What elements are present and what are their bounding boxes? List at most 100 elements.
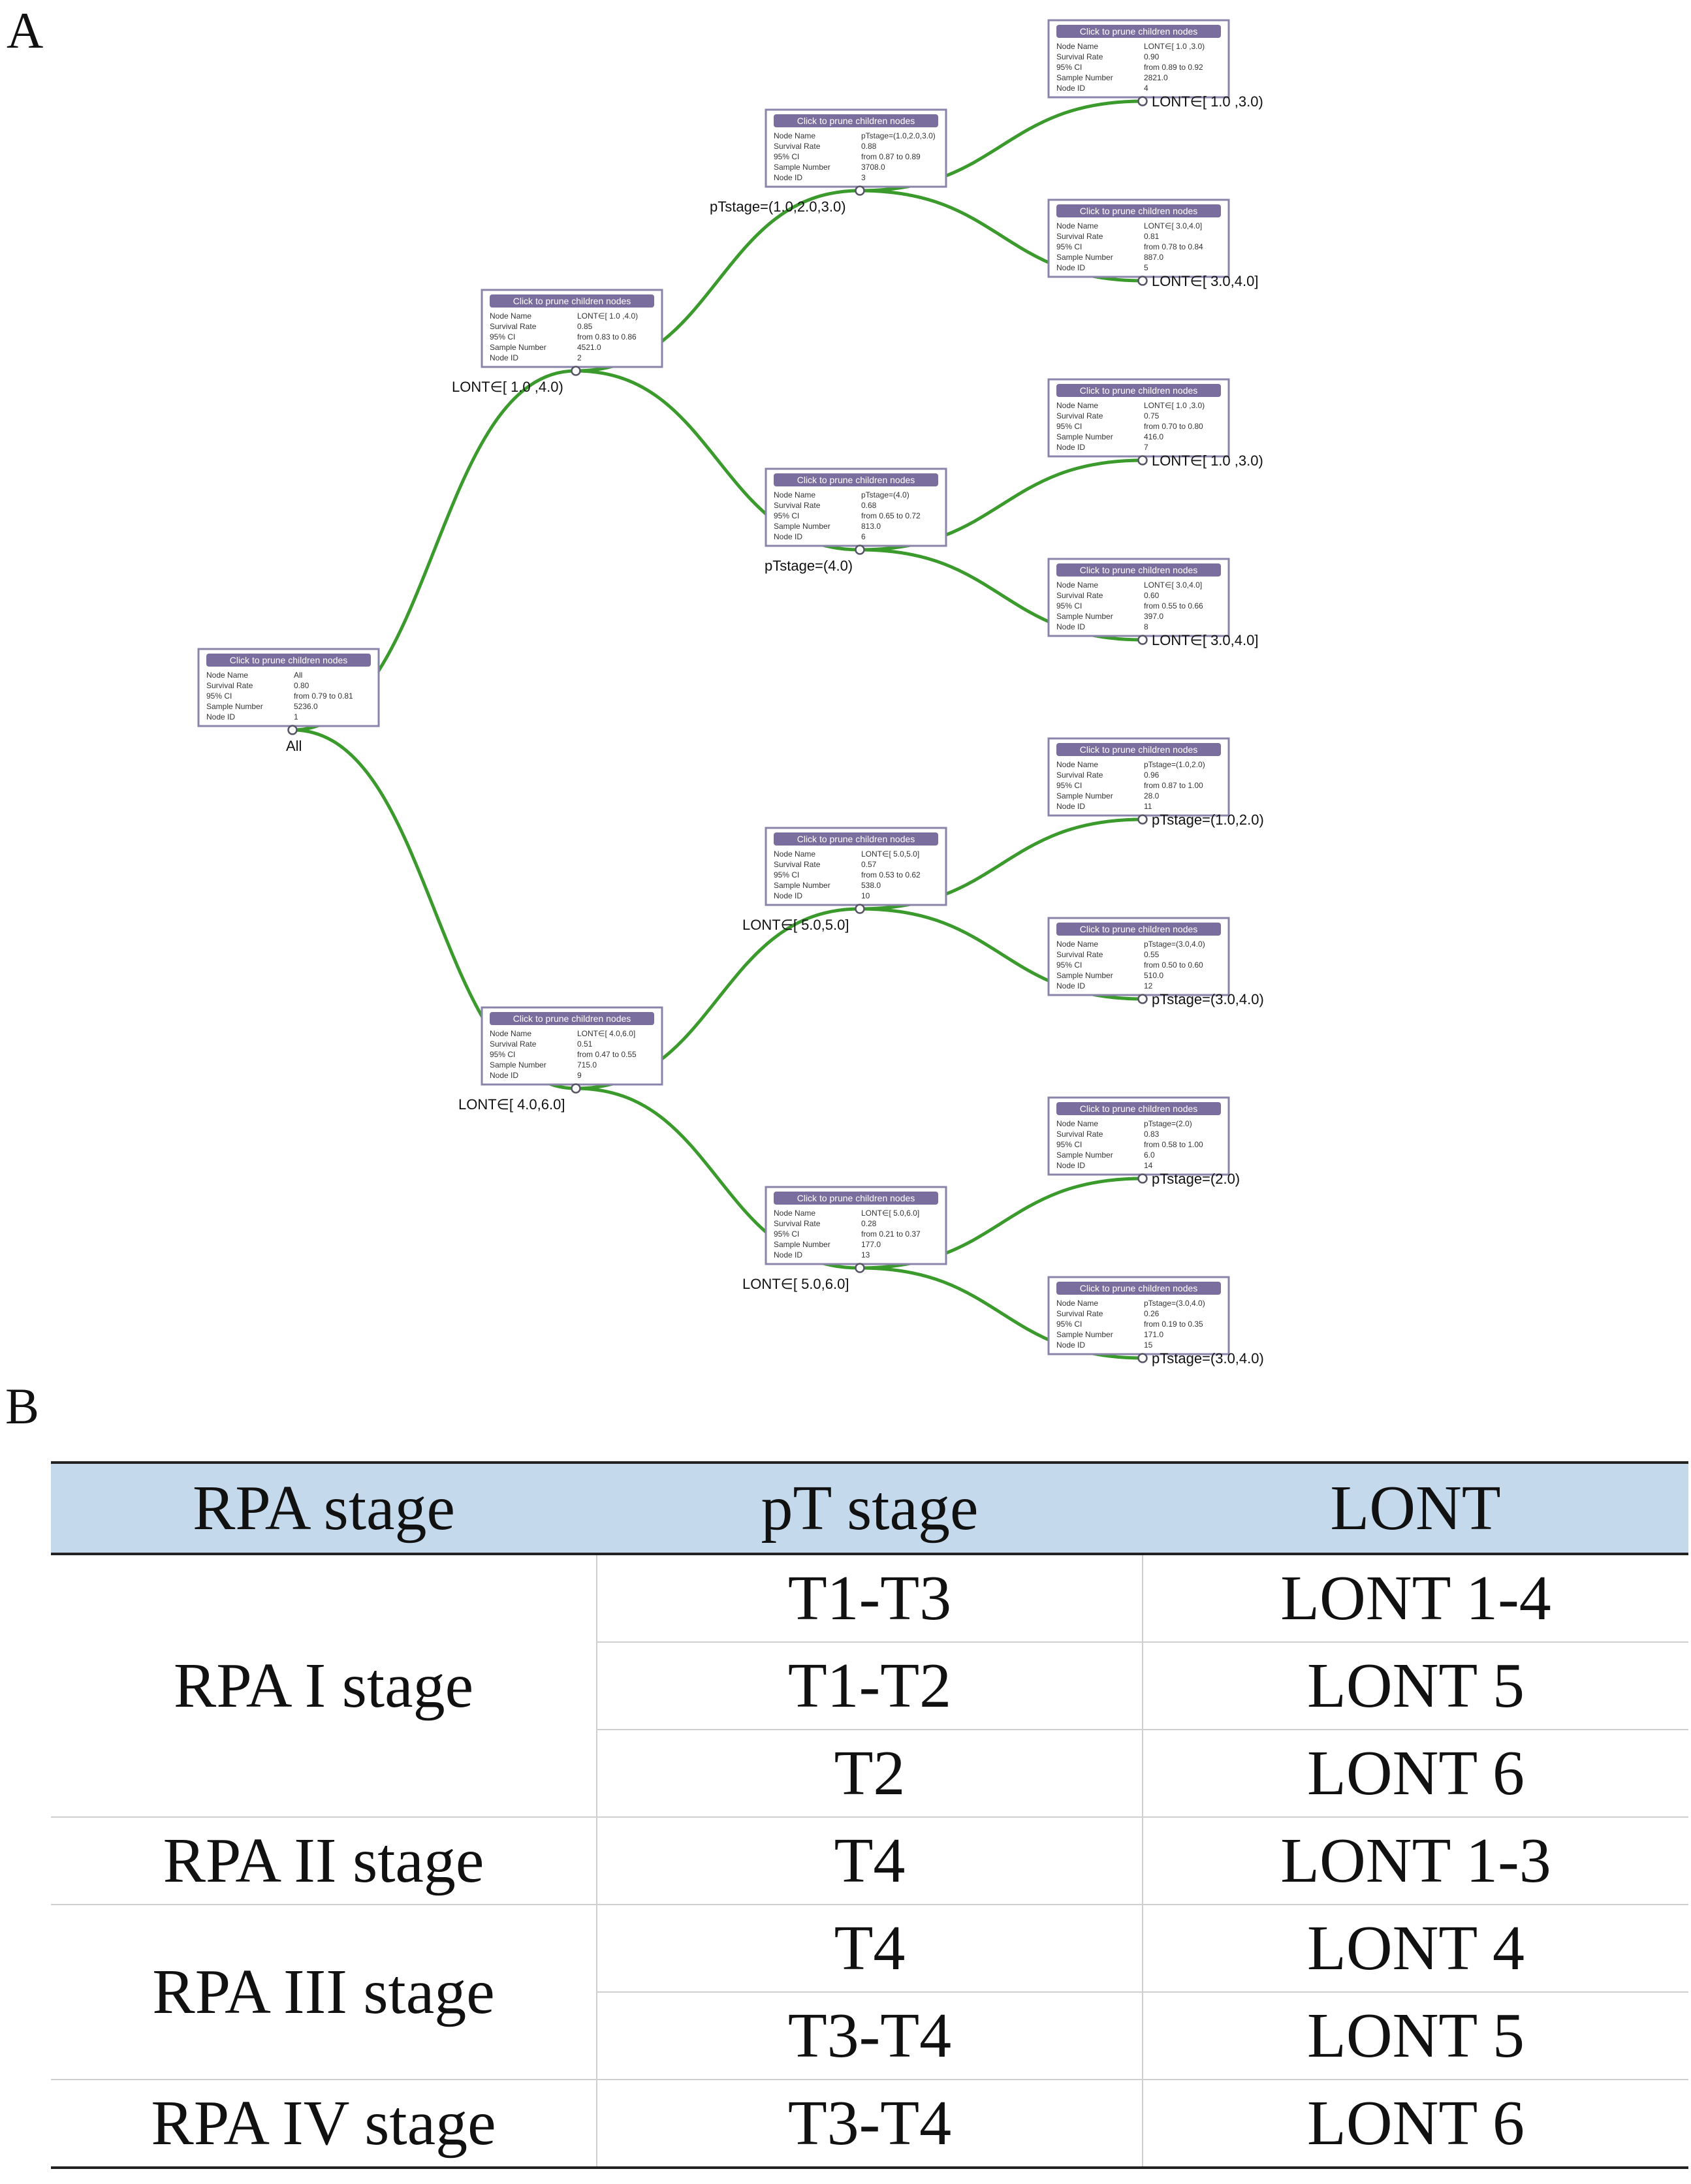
prune-button-label: Click to prune children nodes [797, 116, 915, 126]
field-name: Survival Rate [1056, 411, 1103, 420]
field-name: Node Name [1056, 1119, 1098, 1128]
prune-children-button[interactable]: Click to prune children nodes [774, 114, 938, 127]
node-label: All [286, 738, 302, 754]
node-toggle[interactable] [1137, 276, 1148, 286]
field-name: 95% CI [774, 511, 799, 520]
prune-button-bg [1056, 923, 1221, 936]
prune-children-button[interactable]: Click to prune children nodes [774, 1192, 938, 1205]
prune-children-button[interactable]: Click to prune children nodes [490, 294, 654, 308]
field-value: 0.51 [577, 1039, 593, 1049]
node-label: pTstage=(2.0) [1152, 1171, 1240, 1187]
node-label: LONT∈[ 3.0,4.0] [1152, 632, 1258, 648]
field-name: Survival Rate [206, 681, 253, 690]
prune-button-bg [206, 654, 371, 667]
node-toggle[interactable] [855, 545, 865, 555]
field-name: Node Name [1056, 401, 1098, 410]
prune-button-label: Click to prune children nodes [797, 1193, 915, 1203]
prune-children-button[interactable]: Click to prune children nodes [1056, 1102, 1221, 1115]
node-toggle[interactable] [571, 1083, 581, 1094]
prune-children-button[interactable]: Click to prune children nodes [1056, 25, 1221, 38]
field-value: from 0.89 to 0.92 [1144, 63, 1203, 72]
table-row: RPA III stage T4 LONT 4 [51, 1905, 1688, 2080]
table-row: RPA IV stage T3-T4 LONT 6 [51, 2080, 1688, 2169]
lont-cell: LONT 4 [1143, 1905, 1688, 1993]
field-value: LONT∈[ 1.0 ,4.0) [577, 311, 638, 321]
field-value: 171.0 [1144, 1330, 1163, 1339]
field-name: Node ID [1056, 84, 1085, 93]
prune-button-label: Click to prune children nodes [230, 655, 348, 665]
field-name: Node Name [1056, 580, 1098, 590]
node-toggle[interactable] [855, 185, 865, 196]
node-toggle[interactable] [855, 904, 865, 914]
field-value: 15 [1144, 1340, 1153, 1350]
field-value: 0.81 [1144, 232, 1160, 241]
field-value: from 0.19 to 0.35 [1144, 1320, 1203, 1329]
node-toggle[interactable] [287, 725, 298, 735]
field-name: Survival Rate [1056, 1309, 1103, 1318]
prune-children-button[interactable]: Click to prune children nodes [1056, 923, 1221, 936]
prune-children-button[interactable]: Click to prune children nodes [1056, 743, 1221, 756]
node-toggle[interactable] [1137, 994, 1148, 1004]
field-name: Sample Number [1056, 612, 1113, 621]
field-value: 0.60 [1144, 591, 1160, 600]
prune-button-bg [1056, 743, 1221, 756]
prune-children-button[interactable]: Click to prune children nodes [1056, 563, 1221, 577]
node-toggle[interactable] [1137, 635, 1148, 645]
node-toggle[interactable] [1137, 1173, 1148, 1184]
node-label: LONT∈[ 1.0 ,3.0) [1152, 93, 1263, 110]
field-value: 0.90 [1144, 52, 1160, 61]
prune-button-label: Click to prune children nodes [797, 834, 915, 844]
panel-label-b: B [5, 1378, 40, 1434]
field-value: 538.0 [861, 881, 881, 890]
node-toggle[interactable] [1137, 1353, 1148, 1363]
pt-stage-cell: T3-T4 [597, 1992, 1143, 2080]
prune-children-button[interactable]: Click to prune children nodes [774, 473, 938, 486]
field-name: Node Name [1056, 221, 1098, 230]
field-name: Survival Rate [774, 1219, 821, 1228]
field-name: Node ID [206, 712, 235, 721]
prune-children-button[interactable]: Click to prune children nodes [1056, 1282, 1221, 1295]
pt-stage-cell: T3-T4 [597, 2080, 1143, 2169]
field-name: 95% CI [774, 152, 799, 161]
prune-children-button[interactable]: Click to prune children nodes [1056, 384, 1221, 397]
field-value: 12 [1144, 981, 1153, 990]
field-name: Node ID [1056, 263, 1085, 272]
field-name: Node Name [774, 490, 815, 499]
node-toggle[interactable] [571, 366, 581, 376]
field-name: Node Name [774, 131, 815, 140]
field-value: 13 [861, 1250, 870, 1259]
prune-children-button[interactable]: Click to prune children nodes [206, 654, 371, 667]
field-name: Node Name [490, 311, 531, 321]
node-toggle[interactable] [1137, 814, 1148, 825]
field-name: 95% CI [774, 1229, 799, 1239]
node-toggle[interactable] [1137, 455, 1148, 466]
node-label: pTstage=(1.0,2.0,3.0) [710, 198, 846, 215]
prune-children-button[interactable]: Click to prune children nodes [490, 1012, 654, 1025]
node-toggle[interactable] [855, 1263, 865, 1273]
node-toggle[interactable] [1137, 96, 1148, 106]
field-value: 2 [577, 353, 582, 362]
prune-children-button[interactable]: Click to prune children nodes [774, 832, 938, 846]
field-value: 1 [294, 712, 298, 721]
field-name: Survival Rate [774, 142, 821, 151]
prune-button-bg [1056, 204, 1221, 217]
node-label: LONT∈[ 4.0,6.0] [458, 1096, 565, 1113]
field-value: 0.68 [861, 501, 877, 510]
lont-cell: LONT 5 [1143, 1642, 1688, 1730]
table-header-row: RPA stage pT stage LONT [51, 1461, 1688, 1555]
field-name: Node ID [774, 1250, 802, 1259]
field-value: LONT∈[ 4.0,6.0] [577, 1029, 635, 1038]
rpa-stage-cell: RPA I stage [51, 1554, 597, 1818]
node-label: LONT∈[ 1.0 ,4.0) [452, 379, 563, 395]
prune-button-label: Click to prune children nodes [1080, 744, 1198, 755]
field-name: 95% CI [1056, 781, 1082, 790]
field-name: Node ID [774, 173, 802, 182]
prune-children-button[interactable]: Click to prune children nodes [1056, 204, 1221, 217]
field-name: 95% CI [1056, 63, 1082, 72]
